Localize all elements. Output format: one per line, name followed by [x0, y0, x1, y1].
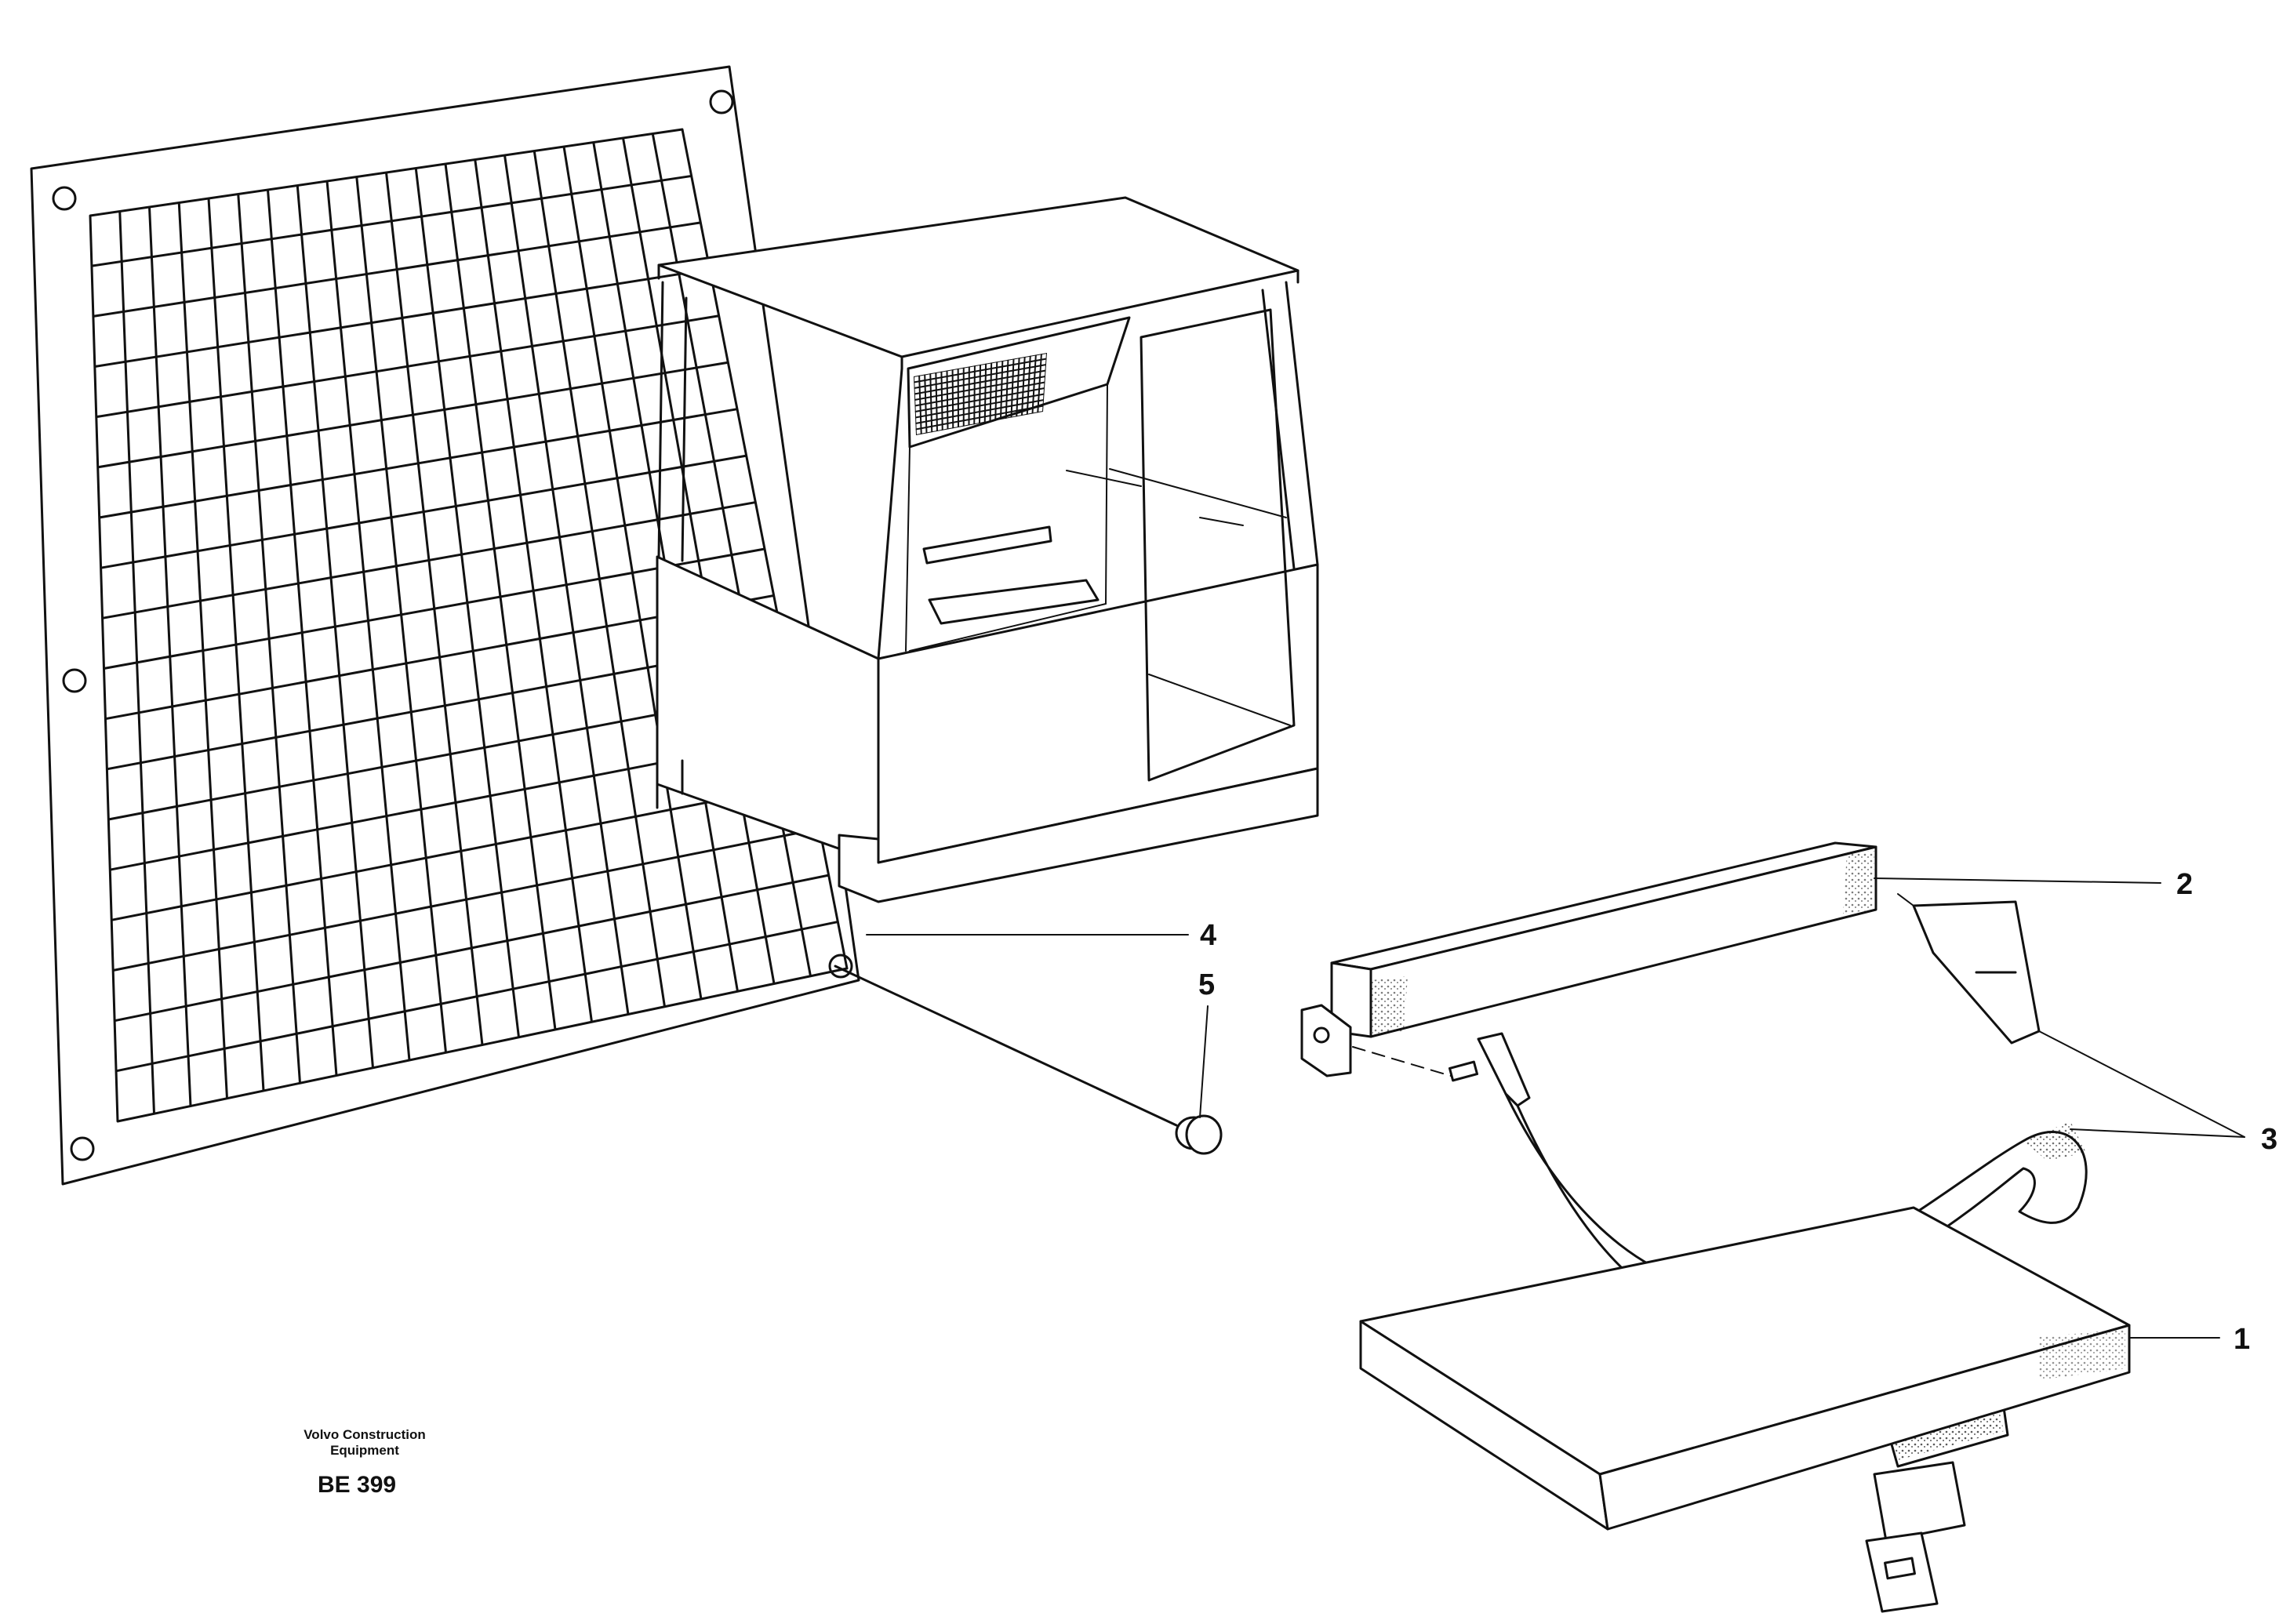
callout-3: 3: [2261, 1123, 2277, 1156]
callout-labels: 2 3 1 4 5: [1198, 868, 2277, 1356]
callout-1: 1: [2234, 1323, 2250, 1356]
rear-screen-mesh: [914, 353, 1047, 435]
callout-2: 2: [2176, 868, 2193, 901]
protective-grille: [30, 65, 860, 1186]
credit-line1: Volvo Construction: [304, 1427, 426, 1442]
cab-seat-back: [922, 525, 1052, 565]
cab-door: [1140, 308, 1296, 782]
callout-5: 5: [1198, 968, 1215, 1001]
cushion-side: [1598, 1324, 2131, 1531]
callout-4: 4: [1200, 919, 1216, 952]
grille-mesh: [90, 133, 839, 1115]
leader-lines: [866, 877, 2245, 1339]
grille-frame-inner: [89, 128, 849, 1123]
belt-tongue-plate: [1873, 1461, 1966, 1542]
publisher-credit: Volvo Construction Equipment BE 399: [304, 1427, 426, 1498]
cab-lower-skirt: [838, 767, 1319, 903]
grille-frame-outer: [30, 65, 860, 1186]
armrest-end: [1330, 961, 1372, 1038]
seat-cushion: [1359, 1206, 2131, 1531]
mounting-bracket: [1300, 1004, 1479, 1082]
retaining-pin: [834, 965, 1223, 1155]
armrest: [1330, 841, 1877, 1038]
figure-code: BE 399: [318, 1472, 396, 1498]
grille-bolt-holes: [52, 89, 853, 1161]
cab-seat: [928, 579, 1100, 625]
operator-cab: [656, 196, 1319, 903]
credit-line2: Equipment: [330, 1443, 399, 1458]
